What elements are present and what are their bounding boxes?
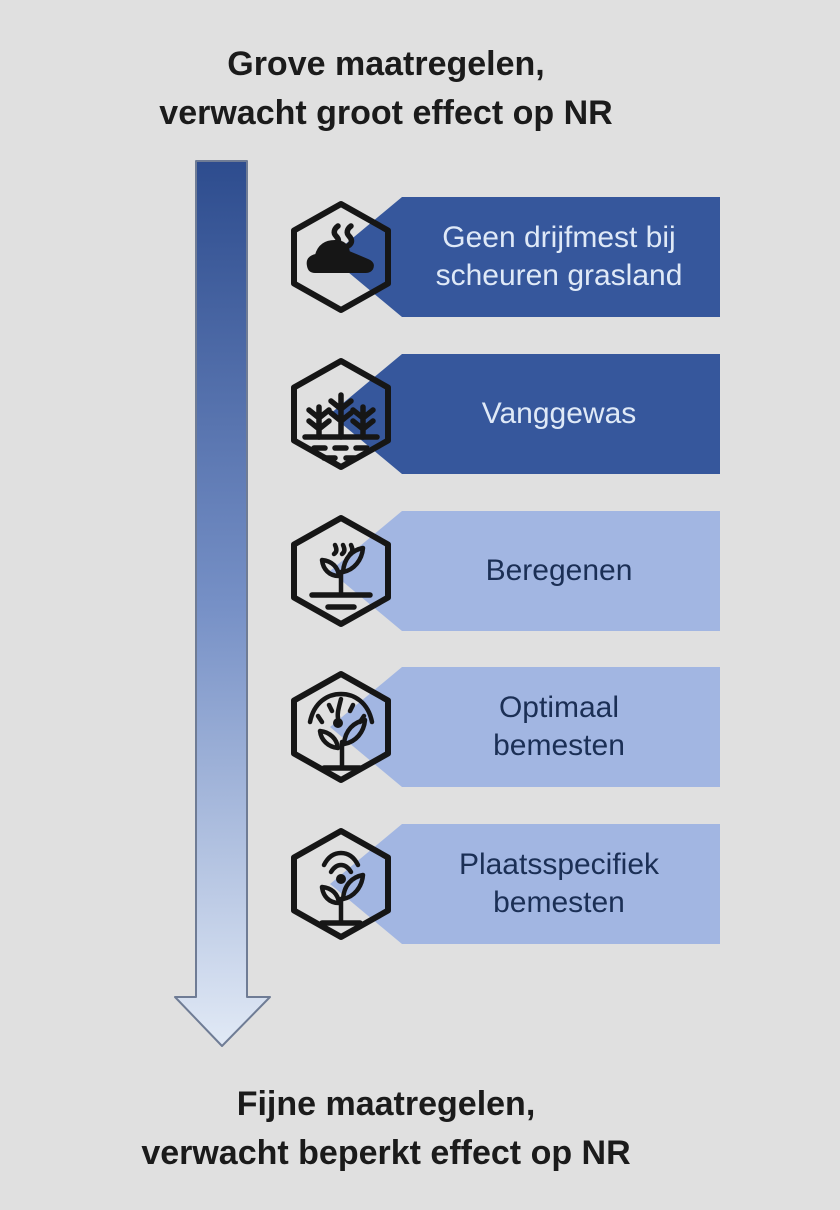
gps-plant-icon [291, 828, 391, 940]
gradient-down-arrow [174, 160, 271, 1047]
measure-banner: Optimaal bemesten [330, 667, 720, 787]
manure-heap-icon [291, 201, 391, 313]
measure-label: Optimaal bemesten [493, 691, 625, 762]
measure-banner: Geen drijfmest bij scheuren grasland [330, 197, 720, 317]
measure-item: Beregenen [288, 511, 720, 631]
measure-banner: Vanggewas [330, 354, 720, 474]
irrigation-sprout-icon [291, 515, 391, 627]
measure-label: Beregenen [485, 554, 633, 587]
measure-label: Vanggewas [481, 397, 637, 430]
measure-item: Geen drijfmest bij scheuren grasland [288, 197, 720, 317]
measure-banner: Beregenen [330, 511, 720, 631]
measure-banner: Plaatsspecifiek bemesten [330, 824, 720, 944]
measure-item: Plaatsspecifiek bemesten [288, 824, 720, 944]
measure-item: Vanggewas [288, 354, 720, 474]
measure-label: Plaatsspecifiek bemesten [458, 848, 660, 919]
fertilizer-gauge-icon [291, 671, 391, 783]
top-label: Grove maatregelen, verwacht groot effect… [159, 45, 613, 132]
measure-item: Optimaal bemesten [288, 667, 720, 787]
bottom-label: Fijne maatregelen, verwacht beperkt effe… [141, 1085, 631, 1172]
cover-crop-icon [291, 358, 391, 470]
measure-label: Geen drijfmest bij scheuren grasland [435, 221, 683, 292]
